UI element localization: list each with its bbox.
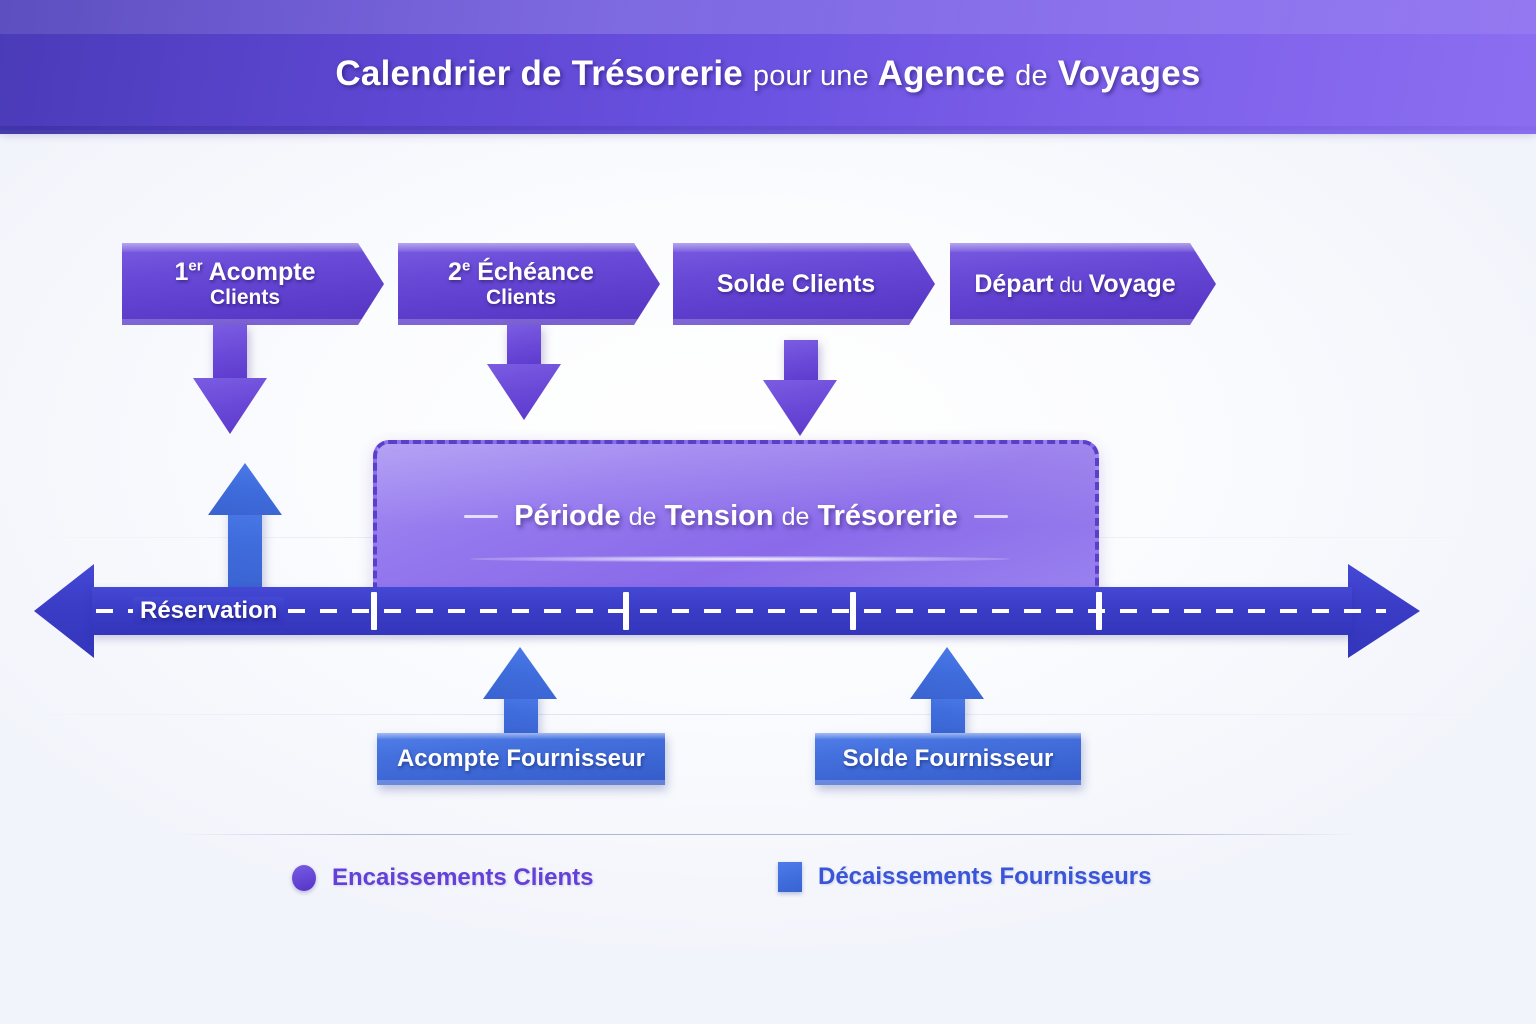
legend-item-clients: Encaissements Clients bbox=[292, 864, 593, 892]
box-bottom-edge bbox=[950, 319, 1216, 325]
up-arrow-head-1 bbox=[483, 647, 557, 699]
down-arrow-shaft-2 bbox=[507, 325, 541, 370]
client-event-box-3-solde[interactable]: Solde Clients bbox=[673, 243, 935, 325]
legend-suppliers-label: Décaissements Fournisseurs bbox=[818, 863, 1152, 890]
client-event-1-line2: Clients bbox=[209, 286, 280, 310]
client-event-box-1-acompte[interactable]: 1er Acompte Clients bbox=[122, 243, 384, 325]
tension-dash-right bbox=[973, 515, 1008, 518]
legend-item-suppliers: Décaissements Fournisseurs bbox=[778, 862, 1151, 892]
down-arrow-shaft-1 bbox=[213, 325, 247, 385]
box-sheen bbox=[950, 243, 1216, 252]
client-event-2-line1: 2e Échéance bbox=[448, 257, 594, 287]
header-bottom-edge bbox=[0, 126, 1536, 134]
header-sheen bbox=[0, 0, 1536, 34]
client-event-box-2-echeance[interactable]: 2e Échéance Clients bbox=[398, 243, 660, 325]
page-title-part-4: de bbox=[1015, 60, 1048, 92]
up-arrow-head-0 bbox=[208, 463, 282, 515]
page-title-part-5: Voyages bbox=[1057, 54, 1201, 93]
box-sheen bbox=[815, 733, 1081, 739]
tension-word-5: Trésorerie bbox=[817, 500, 958, 532]
header-band bbox=[0, 0, 1536, 134]
client-event-4-line1: Départ du Voyage bbox=[974, 270, 1176, 298]
page-title-part-1: Calendrier de Trésorerie bbox=[335, 54, 743, 93]
supplier-event-box-acompte[interactable]: Acompte Fournisseur bbox=[377, 733, 665, 785]
legend-divider bbox=[178, 834, 1358, 835]
up-arrow-head-2 bbox=[910, 647, 984, 699]
tension-period-label-row: Période de Tension de Trésorerie bbox=[373, 500, 1099, 533]
box-sheen bbox=[673, 243, 935, 252]
legend-square-icon bbox=[778, 862, 802, 892]
down-arrow-head-1 bbox=[193, 378, 267, 434]
timeline-arrow-head-left bbox=[34, 564, 94, 658]
box-bottom-edge bbox=[673, 319, 935, 325]
tension-word-2: de bbox=[628, 503, 657, 531]
legend-circle-icon bbox=[292, 865, 316, 891]
tension-word-4: de bbox=[781, 503, 810, 531]
tension-dash-left bbox=[464, 515, 499, 518]
timeline-tick-1 bbox=[371, 592, 377, 630]
timeline-tick-2 bbox=[623, 592, 629, 630]
box-sheen bbox=[377, 733, 665, 739]
box-sheen bbox=[122, 243, 384, 252]
tension-underline-accent bbox=[470, 556, 1010, 562]
supplier-event-box-solde[interactable]: Solde Fournisseur bbox=[815, 733, 1081, 785]
down-arrow-head-3 bbox=[763, 380, 837, 436]
page-title-part-3: Agence bbox=[877, 54, 1006, 93]
timeline-start-label: Réservation bbox=[133, 597, 285, 625]
timeline-dashed-line bbox=[96, 609, 1386, 613]
client-event-2-line2: Clients bbox=[485, 286, 556, 310]
supplier-event-1-label: Acompte Fournisseur bbox=[396, 745, 646, 772]
down-arrow-shaft-3 bbox=[784, 340, 818, 386]
box-bottom-edge bbox=[377, 780, 665, 785]
box-bottom-edge bbox=[815, 780, 1081, 785]
page-title: Calendrier de Trésorerie pour une Agence… bbox=[0, 54, 1536, 94]
box-bottom-edge bbox=[398, 319, 660, 325]
tension-word-3: Tension bbox=[664, 500, 774, 532]
client-event-box-4-depart[interactable]: Départ du Voyage bbox=[950, 243, 1216, 325]
box-bottom-edge bbox=[122, 319, 384, 325]
client-event-1-line1: 1er Acompte bbox=[174, 257, 316, 287]
supplier-event-2-label: Solde Fournisseur bbox=[842, 745, 1054, 772]
page-title-part-2: pour une bbox=[752, 60, 869, 92]
tension-period-label: Période de Tension de Trésorerie bbox=[514, 500, 958, 533]
tension-word-1: Période bbox=[514, 500, 621, 532]
timeline-tick-4 bbox=[1096, 592, 1102, 630]
down-arrow-head-2 bbox=[487, 364, 561, 420]
box-sheen bbox=[398, 243, 660, 252]
tension-box-gloss bbox=[377, 444, 1095, 527]
background-streak bbox=[0, 714, 1536, 715]
timeline-tick-3 bbox=[850, 592, 856, 630]
client-event-3-line1: Solde Clients bbox=[716, 270, 876, 298]
legend-clients-label: Encaissements Clients bbox=[332, 864, 594, 891]
